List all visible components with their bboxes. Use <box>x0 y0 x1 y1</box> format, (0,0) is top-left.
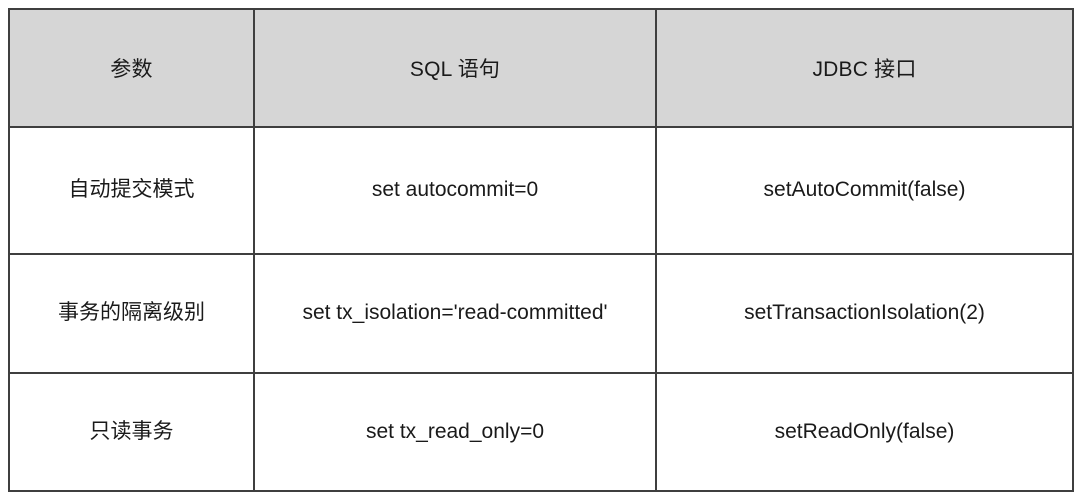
table-body: 自动提交模式 set autocommit=0 setAutoCommit(fa… <box>8 126 1074 492</box>
cell-text: set autocommit=0 <box>371 178 539 202</box>
cell-jdbc-isolation: setTransactionIsolation(2) <box>655 253 1074 374</box>
cell-param-autocommit: 自动提交模式 <box>8 126 255 255</box>
column-header-sql: SQL 语句 <box>253 8 657 128</box>
cell-jdbc-readonly: setReadOnly(false) <box>655 372 1074 492</box>
cell-text: 事务的隔离级别 <box>58 301 205 325</box>
cell-text: setReadOnly(false) <box>774 419 955 443</box>
column-header-jdbc: JDBC 接口 <box>655 8 1074 128</box>
table-row: 只读事务 set tx_read_only=0 setReadOnly(fals… <box>8 372 1074 492</box>
cell-text: set tx_read_only=0 <box>365 419 545 443</box>
table-row: 自动提交模式 set autocommit=0 setAutoCommit(fa… <box>8 126 1074 255</box>
cell-sql-readonly: set tx_read_only=0 <box>253 372 657 492</box>
cell-param-isolation: 事务的隔离级别 <box>8 253 255 374</box>
parameter-comparison-table-container: 参数 SQL 语句 JDBC 接口 自动提交模式 set autocommit=… <box>8 8 1074 492</box>
column-header-param: 参数 <box>8 8 255 128</box>
table-header-row: 参数 SQL 语句 JDBC 接口 <box>8 8 1074 128</box>
column-header-sql-label: SQL 语句 <box>409 58 501 81</box>
cell-sql-isolation: set tx_isolation='read-committed' <box>253 253 657 374</box>
cell-text: 自动提交模式 <box>68 178 195 202</box>
column-header-param-label: 参数 <box>110 58 153 81</box>
cell-jdbc-autocommit: setAutoCommit(false) <box>655 126 1074 255</box>
cell-text: setTransactionIsolation(2) <box>744 301 985 325</box>
cell-sql-autocommit: set autocommit=0 <box>253 126 657 255</box>
cell-text: 只读事务 <box>89 419 174 443</box>
table-row: 事务的隔离级别 set tx_isolation='read-committed… <box>8 253 1074 374</box>
cell-param-readonly: 只读事务 <box>8 372 255 492</box>
cell-text: setAutoCommit(false) <box>763 178 966 202</box>
column-header-jdbc-label: JDBC 接口 <box>812 58 917 81</box>
table-header: 参数 SQL 语句 JDBC 接口 <box>8 8 1074 128</box>
parameter-comparison-table: 参数 SQL 语句 JDBC 接口 自动提交模式 set autocommit=… <box>8 8 1074 492</box>
cell-text: set tx_isolation='read-committed' <box>302 301 608 325</box>
